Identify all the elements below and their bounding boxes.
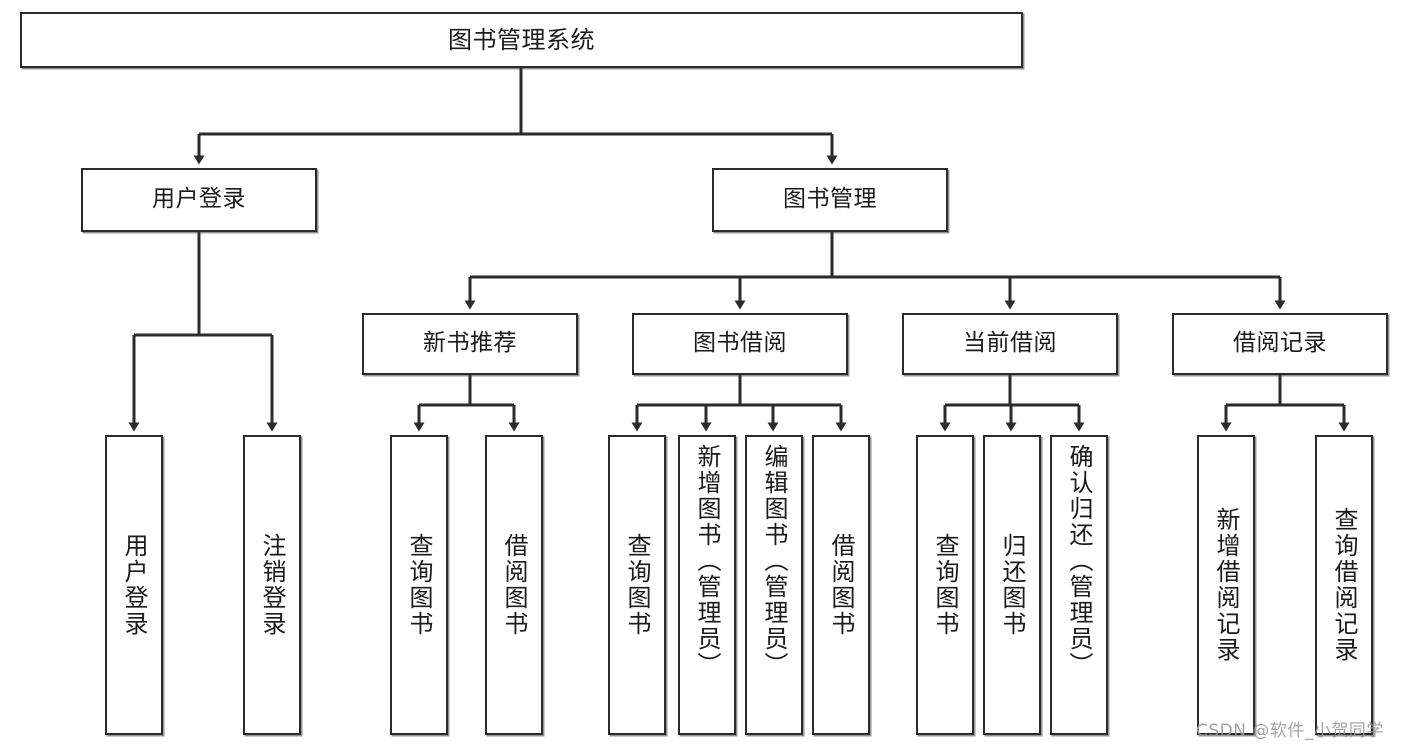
- node-label: 新增图书（管理员）: [693, 444, 721, 678]
- node-label: 借阅图书: [827, 533, 855, 637]
- node-label: 当前借阅: [963, 330, 1057, 357]
- leaf-user-login-logout[interactable]: 注销登录: [243, 435, 301, 735]
- node-label: 借阅图书: [500, 533, 528, 637]
- node-book-borrow[interactable]: 图书借阅: [632, 313, 848, 375]
- node-label: 编辑图书（管理员）: [760, 444, 788, 678]
- node-root-system[interactable]: 图书管理系统: [20, 12, 1023, 68]
- leaf-borrow-add-book-admin[interactable]: 新增图书（管理员）: [678, 435, 736, 735]
- leaf-current-return-book[interactable]: 归还图书: [983, 435, 1041, 735]
- node-label: 查询图书: [623, 533, 651, 637]
- node-current-borrow[interactable]: 当前借阅: [902, 313, 1118, 375]
- leaf-borrow-query-book[interactable]: 查询图书: [608, 435, 666, 735]
- node-label: 新增借阅记录: [1212, 507, 1240, 663]
- leaf-new-book-query[interactable]: 查询图书: [390, 435, 448, 735]
- node-label: 用户登录: [120, 533, 148, 637]
- leaf-current-query-book[interactable]: 查询图书: [916, 435, 974, 735]
- leaf-records-query-record[interactable]: 查询借阅记录: [1315, 435, 1373, 735]
- node-label: 查询图书: [931, 533, 959, 637]
- leaf-borrow-edit-book-admin[interactable]: 编辑图书（管理员）: [745, 435, 803, 735]
- node-label: 查询借阅记录: [1330, 507, 1358, 663]
- node-label: 用户登录: [152, 186, 246, 213]
- node-label: 查询图书: [405, 533, 433, 637]
- node-label: 图书管理系统: [448, 25, 595, 54]
- leaf-borrow-borrow-book[interactable]: 借阅图书: [812, 435, 870, 735]
- leaf-records-add-record[interactable]: 新增借阅记录: [1197, 435, 1255, 735]
- node-label: 图书管理: [783, 186, 877, 213]
- node-new-book-recommend[interactable]: 新书推荐: [362, 313, 578, 375]
- node-user-login[interactable]: 用户登录: [81, 168, 317, 232]
- node-book-management[interactable]: 图书管理: [712, 168, 948, 232]
- node-borrow-records[interactable]: 借阅记录: [1172, 313, 1388, 375]
- csdn-watermark: CSDN @软件_小贺同学: [1196, 721, 1384, 741]
- node-label: 图书借阅: [693, 330, 787, 357]
- node-label: 新书推荐: [423, 330, 517, 357]
- leaf-user-login-login[interactable]: 用户登录: [105, 435, 163, 735]
- leaf-new-book-borrow[interactable]: 借阅图书: [485, 435, 543, 735]
- node-label: 归还图书: [998, 533, 1026, 637]
- node-label: 确认归还（管理员）: [1065, 444, 1093, 678]
- node-label: 注销登录: [258, 533, 286, 637]
- leaf-current-confirm-return-admin[interactable]: 确认归还（管理员）: [1050, 435, 1108, 735]
- node-label: 借阅记录: [1233, 330, 1327, 357]
